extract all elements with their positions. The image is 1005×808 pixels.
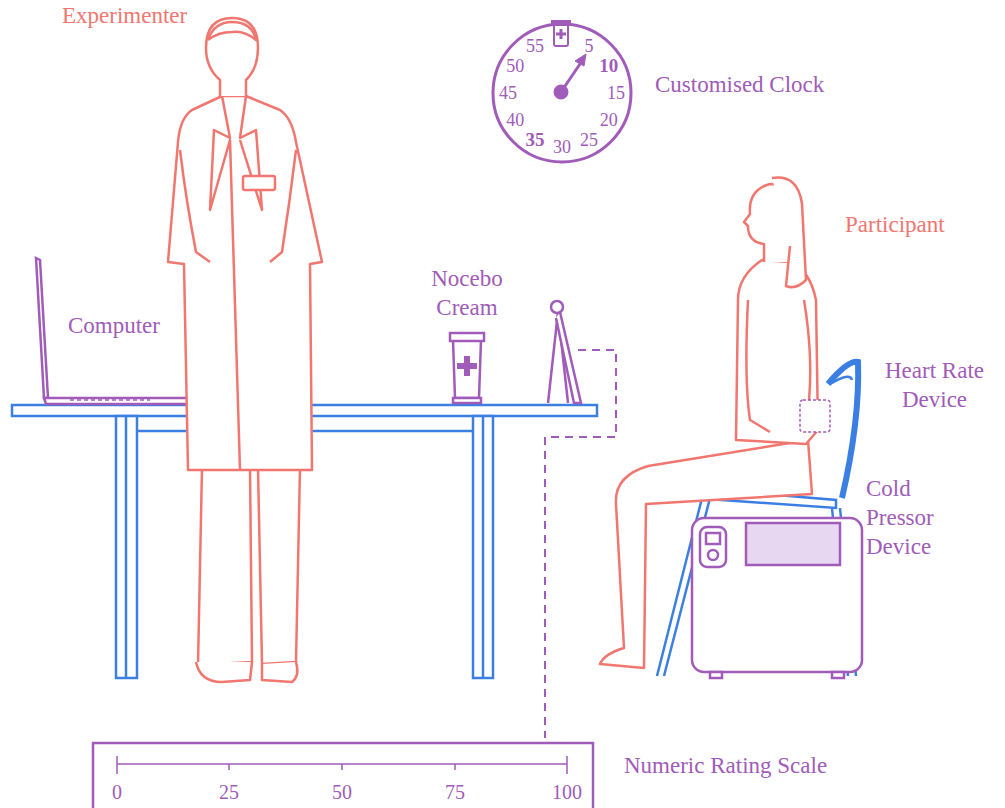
part-label: Heart Rate Device [862,356,1005,414]
clock-number: 30 [553,137,571,158]
nocebo-cream-tube [450,333,484,403]
part-label: Cold Pressor Device [866,474,966,561]
part-label: Nocebo Cream [417,264,517,322]
scale-number: 100 [552,781,582,804]
scale-border [93,743,593,808]
heart-rate-device [800,400,830,432]
scale-tick [116,756,118,774]
clock-number: 15 [607,83,625,104]
scale-number: 25 [219,781,239,804]
scale-tick [228,764,230,770]
clock-rim [493,24,631,162]
scale-number: 50 [332,781,352,804]
clock-face: 555101520253035404550 [491,22,633,164]
scale-number: 75 [445,781,465,804]
clock-number: 45 [499,83,517,104]
participant-figure [600,178,818,668]
clock-number: 55 [526,36,544,57]
leader-line [545,350,616,738]
clock-number: 50 [506,56,524,77]
rating-scale-box: 0 25 50 75 100 [92,742,594,808]
rating-display [548,301,581,403]
cold-pressor-box [692,518,862,678]
experimenter-figure [168,18,322,682]
role-label: Experimenter [62,1,282,30]
clock-number: 25 [580,129,598,150]
clock-number: 5 [585,36,594,57]
role-label: Participant [845,210,1005,239]
clock-number: 10 [599,55,618,77]
scale-tick [454,764,456,770]
clock-number: 20 [600,110,618,131]
clock-hand [555,54,586,98]
scale-tick [341,764,343,770]
clock-number: 40 [506,110,524,131]
part-label: Numeric Rating Scale [624,751,944,780]
part-label: Customised Clock [655,70,885,99]
scale-tick [566,756,568,774]
scale-number: 0 [112,781,122,804]
part-label: Computer [68,311,228,340]
clock-number: 35 [526,129,545,151]
